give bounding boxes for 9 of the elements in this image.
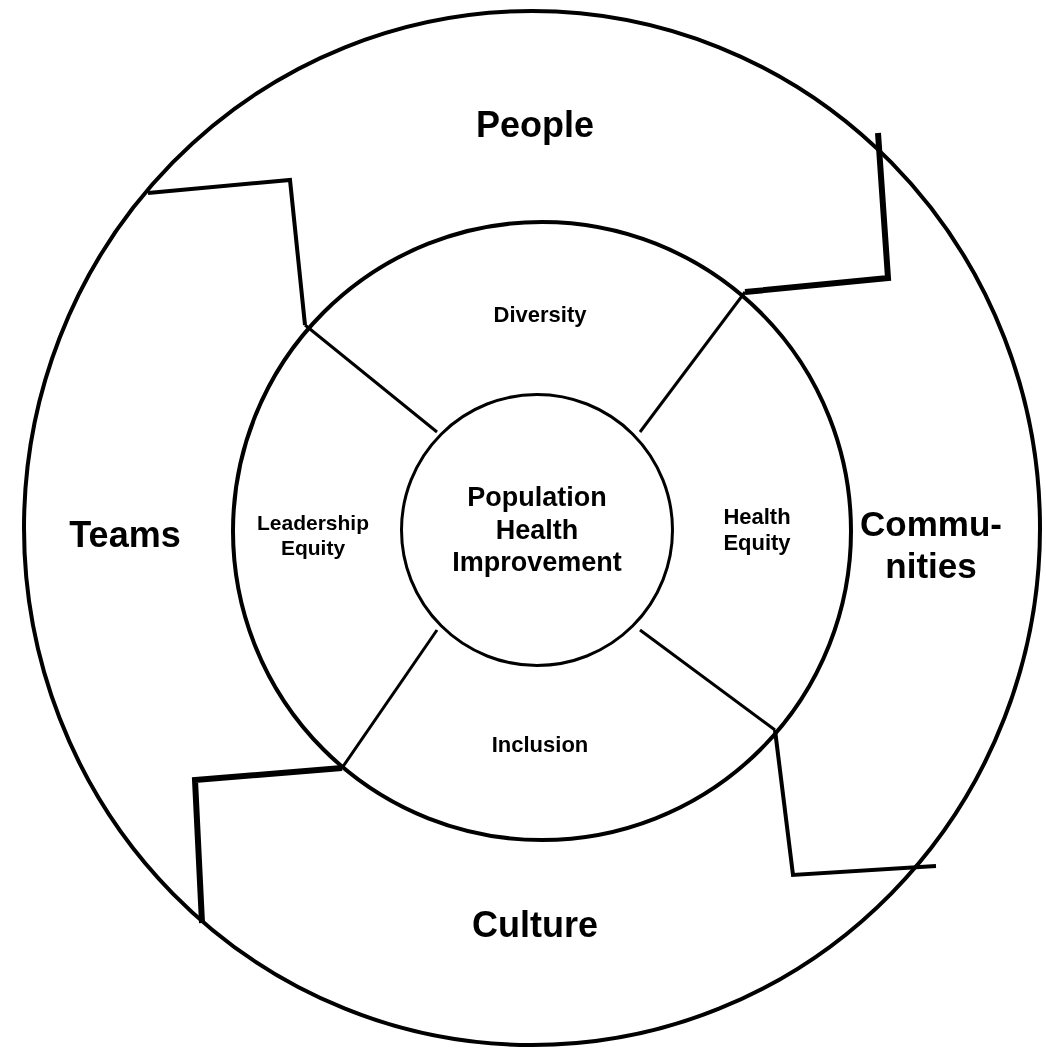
segment-label: Culture — [472, 903, 598, 947]
segment-label: Inclusion — [491, 731, 589, 759]
segment-label: People — [475, 103, 594, 147]
segment-label: Leadership Equity — [255, 509, 370, 561]
segment-label: Commu-nities — [860, 503, 1002, 587]
center-label: Population Health Improvement — [451, 481, 623, 579]
segment-label: Diversity — [493, 301, 587, 329]
segment-label: Health Equity — [722, 503, 792, 557]
segment-label: Teams — [69, 513, 181, 557]
